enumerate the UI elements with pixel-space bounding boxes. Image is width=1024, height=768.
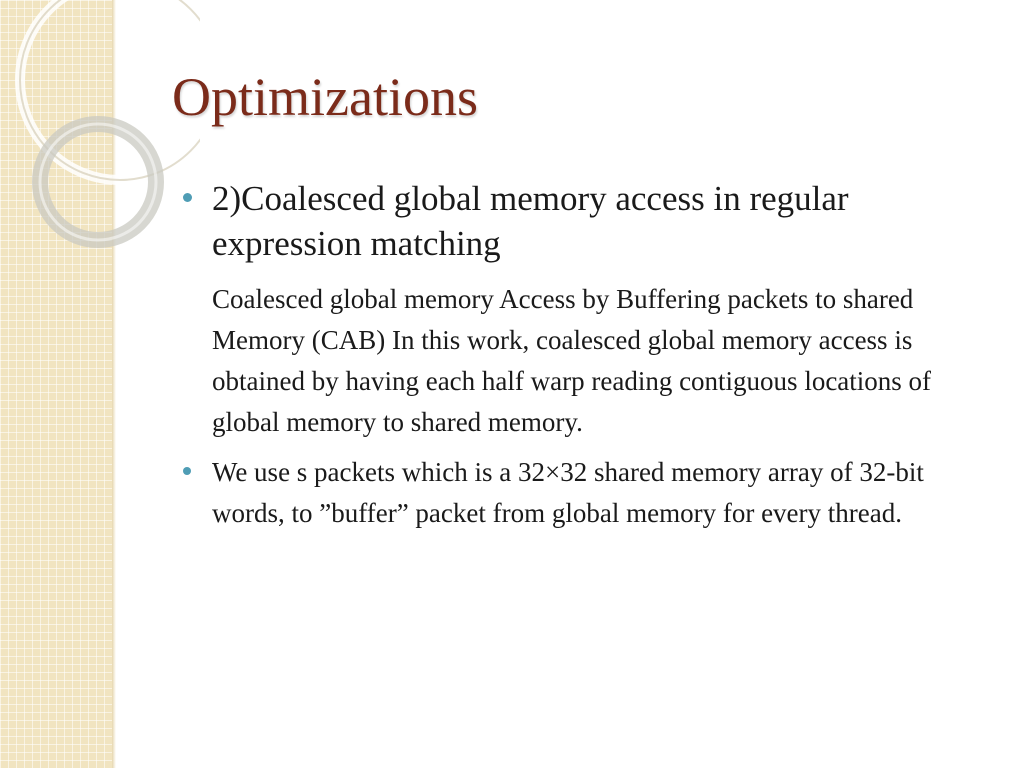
side-panel-edge — [112, 0, 116, 768]
decorative-rings — [15, 0, 200, 248]
bullet-dot-icon — [183, 467, 191, 475]
bullet-item: 2)Coalesced global memory access in regu… — [183, 176, 998, 266]
slide-content: 2)Coalesced global memory access in regu… — [183, 176, 998, 534]
bullet-dot-icon — [183, 193, 192, 202]
bullet-text: We use s packets which is a 32×32 shared… — [212, 457, 924, 528]
bullet-text: 2)Coalesced global memory access in regu… — [212, 179, 849, 263]
slide-title: Optimizations — [172, 67, 478, 127]
bullet-item: We use s packets which is a 32×32 shared… — [183, 452, 998, 534]
bullet-detail-paragraph: Coalesced global memory Access by Buffer… — [212, 284, 932, 437]
